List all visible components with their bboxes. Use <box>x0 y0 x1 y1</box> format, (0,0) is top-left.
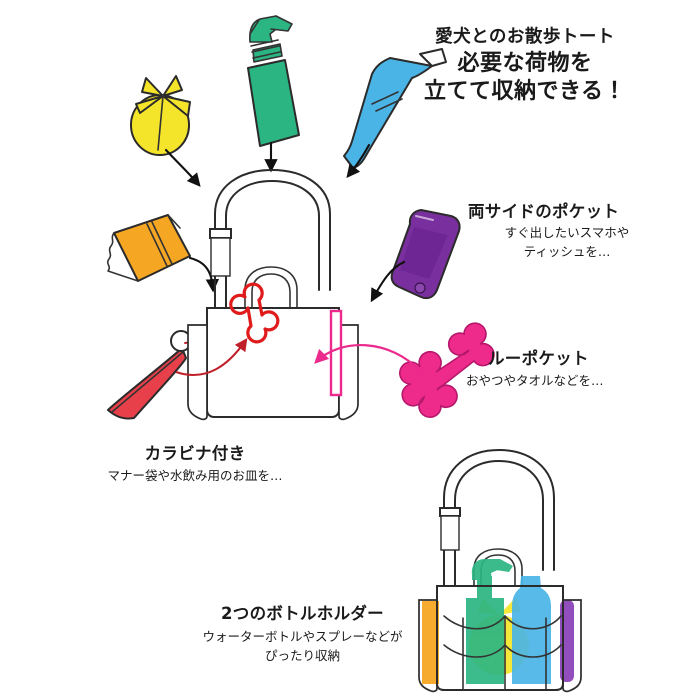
filled-tote-bag <box>418 449 582 693</box>
headline-line-3: 立てて収納できる！ <box>423 79 627 105</box>
callout-carabiner: カラビナ付き マナー袋や水飲み用のお皿を… <box>70 440 320 486</box>
loop-strap-icon <box>329 309 343 397</box>
callout-side-pockets-heading: 両サイドのポケット <box>468 202 620 221</box>
tissue-pack-icon <box>106 214 191 282</box>
arrow-water-bottle <box>346 143 371 178</box>
bone-loop-patch-icon <box>229 282 280 344</box>
callout-side-pockets-sub-line-2: ティッシュを… <box>523 243 611 259</box>
manner-bag-icon <box>129 75 191 156</box>
callout-carabiner-sub-line-1: マナー袋や水飲み用のお皿を… <box>107 468 283 483</box>
smartphone-icon <box>390 209 461 300</box>
headline-block: 愛犬とのお散歩トート 必要な荷物を 立てて収納できる！ <box>410 26 640 107</box>
spray-bottle-icon <box>247 15 300 147</box>
callout-carabiner-heading: カラビナ付き <box>144 444 246 463</box>
arrow-to-loop-strap <box>314 344 422 373</box>
arrow-to-bone-patch <box>175 338 248 377</box>
callout-bottle-holders-sub-line-1: ウォーターボトルやスプレーなどが <box>202 629 403 644</box>
callout-side-pockets-sub: すぐ出したいスマホや ティッシュを… <box>468 224 688 262</box>
callout-side-pockets: 両サイドのポケット すぐ出したいスマホや ティッシュを… <box>468 198 688 262</box>
water-bottle-icon <box>343 48 447 169</box>
main-tote-bag <box>187 169 359 421</box>
headline-line-1: 愛犬とのお散歩トート <box>435 27 615 47</box>
callout-loop-pocket-heading: ルーポケット <box>488 349 589 368</box>
arrow-smartphone <box>370 260 406 303</box>
callout-bottle-holders-heading: 2つのボトルホルダー <box>221 604 384 623</box>
arrow-manner-bag <box>164 148 201 187</box>
headline-line-2: 必要な荷物を <box>457 50 593 76</box>
callout-bottle-holders-sub: ウォーターボトルやスプレーなどが ぴったり収納 <box>165 627 440 666</box>
arrow-tissue-pack <box>188 256 220 293</box>
callout-side-pockets-sub-line-1: すぐ出したいスマホや <box>504 225 630 240</box>
dog-bone-treat-icon <box>399 322 495 418</box>
callout-loop-pocket-sub-line-1: おやつやタオルなどを… <box>466 373 604 388</box>
callout-bottle-holders-sub-line-2: ぴったり収納 <box>264 648 340 664</box>
callout-loop-pocket: ルーポケット おやつやタオルなどを… <box>466 345 691 391</box>
water-bowl-pouch-icon <box>107 330 192 420</box>
callout-bottle-holders: 2つのボトルホルダー ウォーターボトルやスプレーなどが ぴったり収納 <box>165 600 440 666</box>
